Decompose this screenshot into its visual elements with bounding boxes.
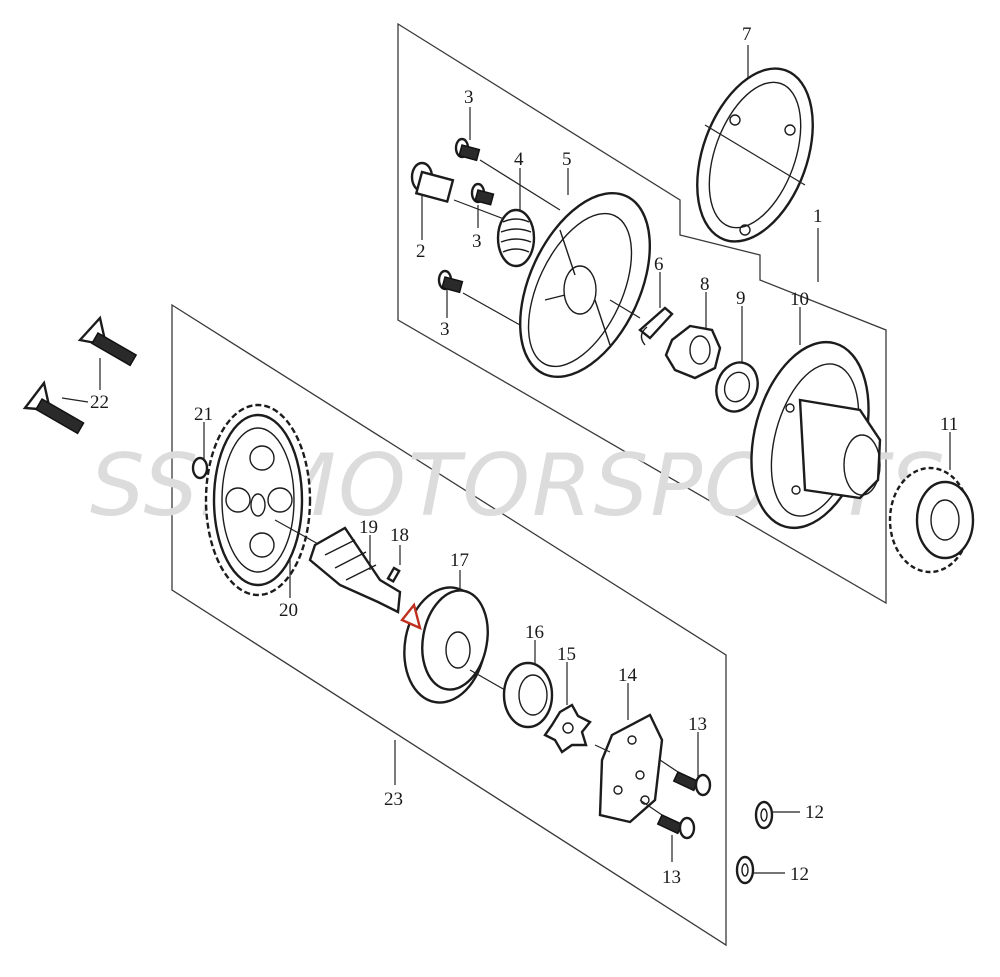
callout-14: 14: [618, 665, 638, 686]
callout-17: 17: [450, 550, 469, 571]
washer-part-9: [715, 361, 759, 413]
callout-3-top: 3: [464, 87, 474, 108]
spring-part-4: [496, 208, 536, 268]
callout-8: 8: [700, 274, 710, 295]
shaft-part-19: [308, 526, 402, 614]
nut-part-12-upper: [754, 800, 800, 830]
callout-22: 22: [90, 392, 109, 413]
callout-5: 5: [562, 149, 572, 170]
clip-part-6: [609, 299, 674, 346]
nut-part-8: [664, 324, 722, 380]
pin-part-2: [410, 161, 521, 226]
hub-flange-part-10: [750, 340, 882, 530]
sprocket-part-20: [204, 403, 321, 597]
screw-part-13-lower: [639, 799, 696, 840]
callout-6: 6: [654, 254, 664, 275]
circlip-part-21: [191, 456, 209, 480]
callout-13-upper: 13: [688, 714, 707, 735]
cover-plate-part-14: [594, 713, 664, 824]
callout-11: 11: [940, 414, 958, 435]
callout-7: 7: [742, 24, 752, 45]
callout-4: 4: [514, 149, 524, 170]
clutch-housing-part-5: [518, 191, 652, 379]
callout-18: 18: [390, 525, 409, 546]
rotor-part-15: [543, 703, 592, 754]
callout-15: 15: [557, 644, 576, 665]
callout-19: 19: [359, 517, 378, 538]
callout-12-lower: 12: [790, 864, 809, 885]
callout-23: 23: [384, 789, 403, 810]
callout-20: 20: [279, 600, 298, 621]
callout-21: 21: [194, 404, 213, 425]
callout-leaders: [61, 45, 951, 862]
callout-9: 9: [736, 288, 746, 309]
clutch-disk-part-17: [400, 586, 506, 704]
screw-part-13-upper: [659, 759, 712, 797]
pinion-gear-part-11: [888, 466, 975, 574]
nut-part-12-lower: [735, 855, 785, 885]
callout-12-upper: 12: [805, 802, 824, 823]
callout-16: 16: [525, 622, 544, 643]
ring-part-16: [502, 661, 554, 729]
screw-part-3-low: [437, 269, 521, 326]
screw-part-3-top: [454, 137, 561, 211]
callout-3-low: 3: [440, 319, 450, 340]
callout-2: 2: [416, 241, 426, 262]
callout-1: 1: [813, 206, 823, 227]
callout-10: 10: [790, 289, 809, 310]
screw-part-3-mid: [470, 182, 495, 206]
gasket-part-7: [696, 67, 814, 243]
callout-13-lower: 13: [662, 867, 681, 888]
assembly-box-1: [397, 22, 887, 605]
bolt-part-22-top: [77, 315, 138, 367]
assembly-box-23: [171, 303, 727, 947]
key-part-18: [386, 566, 401, 584]
callout-3-mid: 3: [472, 231, 482, 252]
bolt-part-22-low: [22, 380, 85, 435]
